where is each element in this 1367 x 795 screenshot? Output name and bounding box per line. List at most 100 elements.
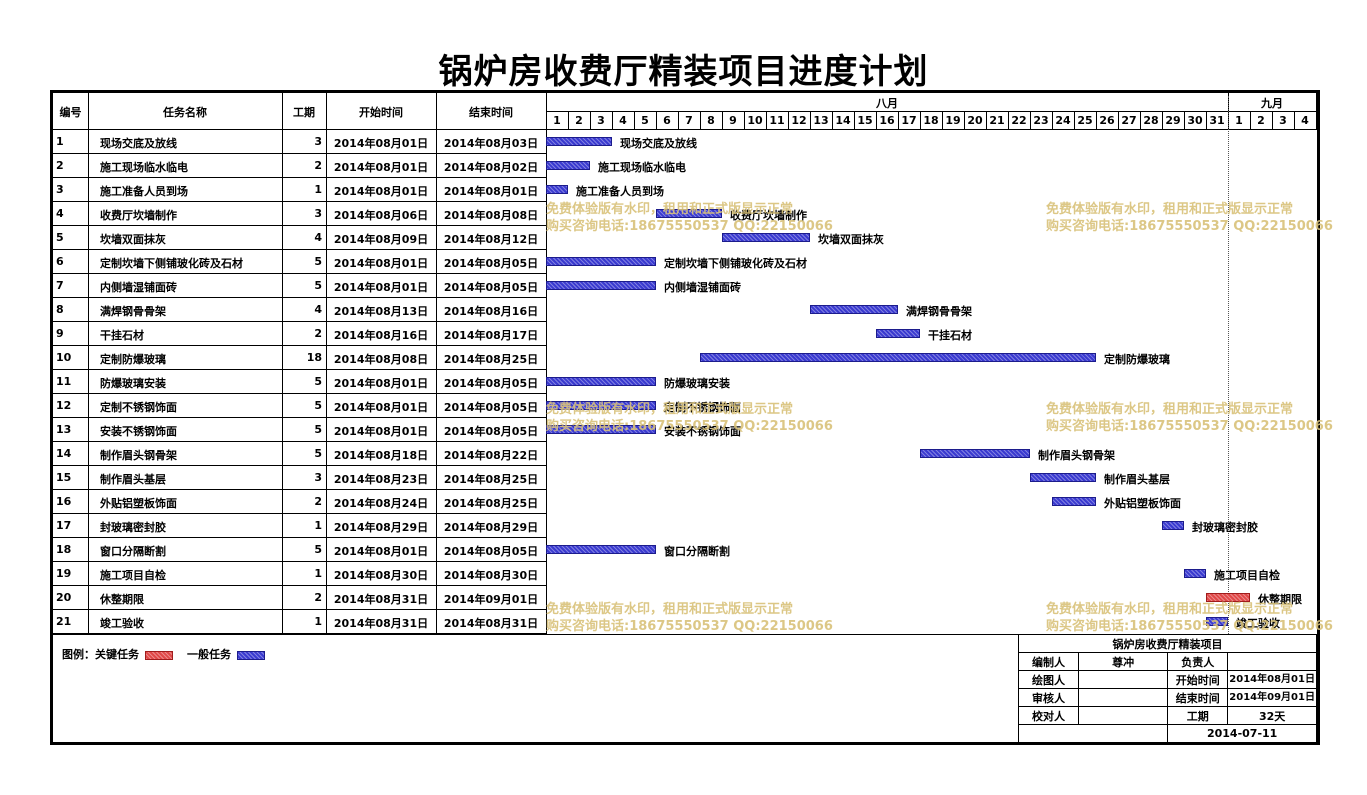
info-start: 2014年08月01日: [1227, 670, 1317, 689]
task-end: 2014年08月25日: [443, 353, 539, 366]
task-bar[interactable]: [920, 449, 1030, 458]
task-name[interactable]: 干挂石材: [100, 329, 144, 342]
task-duration: 1: [314, 615, 322, 628]
column-divider: [546, 93, 547, 634]
task-id: 9: [56, 327, 64, 340]
task-bar-label: 防爆玻璃安装: [664, 377, 730, 390]
watermark-text: 免费体验版有水印，租用和正式版显示正常购买咨询电话:18675550537 QQ…: [1046, 201, 1333, 235]
task-name[interactable]: 制作眉头基层: [100, 473, 166, 486]
task-start: 2014年08月18日: [333, 449, 429, 462]
task-name[interactable]: 现场交底及放线: [100, 137, 177, 150]
row-divider: [53, 201, 546, 202]
task-start: 2014年08月23日: [333, 473, 429, 486]
task-bar[interactable]: [546, 161, 590, 170]
task-bar[interactable]: [1030, 473, 1096, 482]
row-divider: [53, 585, 546, 586]
task-name[interactable]: 休整期限: [100, 593, 144, 606]
row-divider: [53, 561, 546, 562]
task-bar[interactable]: [546, 257, 656, 266]
task-name[interactable]: 制作眉头钢骨架: [100, 449, 177, 462]
task-bar[interactable]: [722, 233, 810, 242]
watermark-text: 免费体验版有水印，租用和正式版显示正常购买咨询电话:18675550537 QQ…: [1046, 401, 1333, 435]
column-divider: [436, 93, 437, 634]
task-bar[interactable]: [1184, 569, 1206, 578]
task-bar[interactable]: [1162, 521, 1184, 530]
task-bar[interactable]: [700, 353, 1096, 362]
task-bar[interactable]: [546, 185, 568, 194]
task-name[interactable]: 窗口分隔断割: [100, 545, 166, 558]
task-name[interactable]: 定制坎墙下侧铺玻化砖及石材: [100, 257, 243, 270]
day-number: 27: [1121, 114, 1137, 127]
task-bar[interactable]: [810, 305, 898, 314]
task-end: 2014年08月30日: [443, 569, 539, 582]
day-divider: [810, 111, 811, 130]
header-end: 结束时间: [469, 106, 513, 119]
day-number: 8: [707, 114, 715, 127]
task-start: 2014年08月30日: [333, 569, 429, 582]
task-name[interactable]: 定制防爆玻璃: [100, 353, 166, 366]
day-divider: [1272, 111, 1273, 130]
day-divider: [920, 111, 921, 130]
day-number: 2: [575, 114, 583, 127]
day-divider: [964, 111, 965, 130]
legend-normal-label: 一般任务: [187, 648, 231, 661]
task-name[interactable]: 坎墙双面抹灰: [100, 233, 166, 246]
task-bar[interactable]: [546, 545, 656, 554]
day-divider: [722, 111, 723, 130]
gantt-frame: [50, 90, 1320, 745]
task-bar[interactable]: [546, 425, 656, 434]
task-id: 17: [56, 519, 72, 532]
watermark-line1: 免费体验版有水印，租用和正式版显示正常: [546, 202, 794, 217]
task-name[interactable]: 收费厅坎墙制作: [100, 209, 177, 222]
column-divider: [282, 93, 283, 634]
watermark-line1: 免费体验版有水印，租用和正式版显示正常: [1046, 602, 1294, 617]
day-number: 21: [989, 114, 1005, 127]
task-name[interactable]: 满焊钢骨骨架: [100, 305, 166, 318]
task-name[interactable]: 施工准备人员到场: [100, 185, 188, 198]
critical-task-bar[interactable]: [1206, 593, 1250, 602]
row-divider: [53, 321, 546, 322]
task-bar[interactable]: [1052, 497, 1096, 506]
day-number: 4: [1301, 114, 1309, 127]
task-duration: 18: [306, 351, 322, 364]
task-name[interactable]: 防爆玻璃安装: [100, 377, 166, 390]
info-blank: [1017, 724, 1169, 743]
task-id: 7: [56, 279, 64, 292]
task-name[interactable]: 竣工验收: [100, 617, 144, 630]
day-number: 5: [641, 114, 649, 127]
task-bar[interactable]: [546, 377, 656, 386]
task-duration: 5: [314, 255, 322, 268]
task-bar-label: 施工现场临水临电: [598, 161, 686, 174]
day-divider: [1008, 111, 1009, 130]
info-end-label: 结束时间: [1167, 688, 1229, 707]
task-bar-label: 坎墙双面抹灰: [818, 233, 884, 246]
day-divider: [854, 111, 855, 130]
task-bar[interactable]: [1206, 617, 1228, 626]
task-name[interactable]: 施工现场临水临电: [100, 161, 188, 174]
task-id: 20: [56, 591, 72, 604]
task-name[interactable]: 外贴铝塑板饰面: [100, 497, 177, 510]
day-divider: [1184, 111, 1185, 130]
task-name[interactable]: 内侧墙湿铺面砖: [100, 281, 177, 294]
info-reviewer: [1077, 688, 1169, 707]
task-bar[interactable]: [546, 401, 656, 410]
task-id: 5: [56, 231, 64, 244]
task-name[interactable]: 施工项目自检: [100, 569, 166, 582]
task-end: 2014年08月05日: [443, 425, 539, 438]
task-bar[interactable]: [656, 209, 722, 218]
task-name[interactable]: 安装不锈钢饰面: [100, 425, 177, 438]
day-number: 30: [1187, 114, 1203, 127]
task-duration: 5: [314, 543, 322, 556]
day-divider: [1052, 111, 1053, 130]
row-divider: [53, 273, 546, 274]
task-id: 15: [56, 471, 72, 484]
task-bar[interactable]: [546, 137, 612, 146]
task-duration: 3: [314, 135, 322, 148]
task-name[interactable]: 封玻璃密封胶: [100, 521, 166, 534]
watermark-line2: 购买咨询电话:18675550537 QQ:22150066: [546, 419, 833, 434]
task-name[interactable]: 定制不锈钢饰面: [100, 401, 177, 414]
task-bar[interactable]: [876, 329, 920, 338]
day-number: 10: [747, 114, 763, 127]
task-bar[interactable]: [546, 281, 656, 290]
day-divider: [1206, 111, 1207, 130]
